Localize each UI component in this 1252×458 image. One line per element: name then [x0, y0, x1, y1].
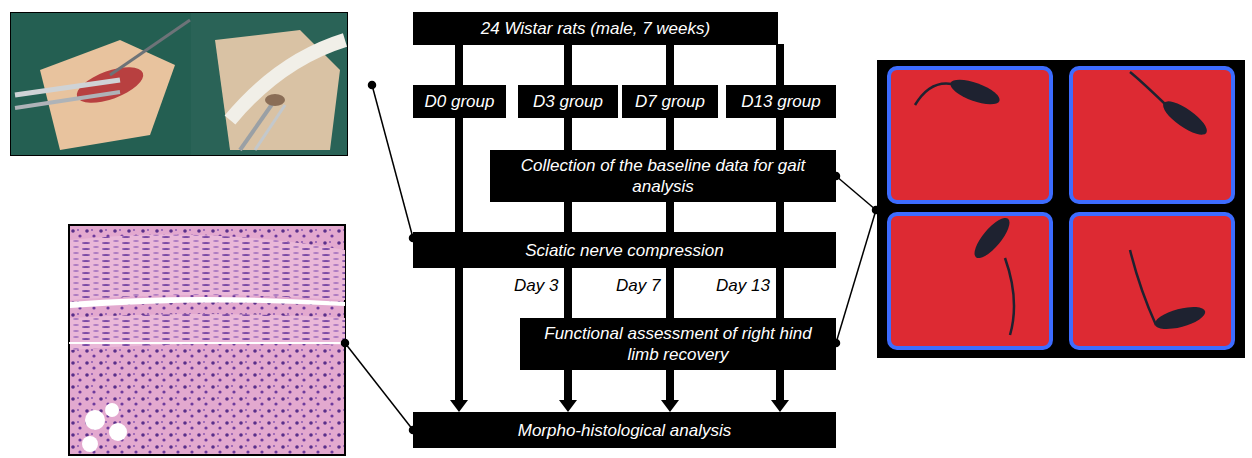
process-box: D13 group: [726, 85, 836, 118]
flow-arrow: [450, 267, 468, 412]
flow-arrow: [670, 117, 671, 151]
connector-line: [564, 117, 572, 151]
box-text: Collection of the baseline data for gait…: [498, 155, 828, 197]
connector-line: [455, 117, 463, 233]
connector-line: [666, 44, 674, 86]
connector-line: [776, 369, 784, 401]
flow-arrow: [559, 369, 577, 412]
arrow-head: [559, 400, 577, 412]
arrow-head: [661, 400, 679, 412]
flow-arrow: [780, 117, 781, 151]
gait-image: [877, 60, 1245, 358]
connector-line: [564, 369, 572, 401]
connector-line: [564, 201, 572, 233]
flow-arrow: [568, 117, 569, 151]
connector-line: [455, 267, 463, 401]
flow-arrow: [568, 201, 569, 233]
connector-line: [776, 201, 784, 233]
connector-line: [666, 201, 674, 233]
connector-line: [776, 267, 784, 319]
start-box: 24 Wistar rats (male, 7 weeks): [413, 12, 778, 45]
flow-arrow: [568, 267, 569, 319]
arrow-head: [771, 400, 789, 412]
box-text: D13 group: [741, 91, 820, 112]
flow-arrow: [459, 117, 460, 233]
process-box: D0 group: [413, 85, 506, 118]
flow-arrow: [670, 44, 671, 86]
flow-arrow: [670, 267, 671, 319]
connector-line: [666, 369, 674, 401]
flow-arrow: [780, 267, 781, 319]
flow-arrow: [780, 44, 781, 86]
box-text: D0 group: [425, 91, 495, 112]
arrow-head: [450, 400, 468, 412]
flow-arrow: [780, 201, 781, 233]
flow-arrow: [771, 369, 789, 412]
flow-arrow: [568, 44, 569, 86]
edge-label: Day 13: [716, 276, 770, 296]
process-box: Sciatic nerve compression: [413, 232, 836, 268]
flow-arrow: [661, 369, 679, 412]
box-text: 24 Wistar rats (male, 7 weeks): [481, 18, 710, 39]
box-text: Morpho-histological analysis: [518, 420, 732, 441]
process-box: D3 group: [518, 85, 618, 118]
connector-line: [776, 44, 784, 86]
edge-label: Day 3: [514, 276, 558, 296]
box-text: D3 group: [533, 91, 603, 112]
surgery-photo: [11, 13, 347, 155]
process-box: Collection of the baseline data for gait…: [490, 150, 836, 202]
histology-image: [69, 225, 345, 455]
box-text: D7 group: [635, 91, 705, 112]
flow-arrow: [670, 201, 671, 233]
connector-line: [564, 267, 572, 319]
box-text: Functional assessment of right hind limb…: [528, 323, 828, 365]
box-text: Sciatic nerve compression: [525, 240, 723, 261]
connector-line: [666, 267, 674, 319]
edge-label: Day 7: [616, 276, 660, 296]
connector-line: [776, 117, 784, 151]
leader-lines: [342, 82, 880, 434]
process-box: Morpho-histological analysis: [413, 412, 836, 448]
process-box: D7 group: [622, 85, 718, 118]
connector-line: [455, 44, 463, 86]
connector-line: [666, 117, 674, 151]
connector-line: [564, 44, 572, 86]
flow-arrow: [459, 44, 460, 86]
process-box: Functional assessment of right hind limb…: [520, 318, 836, 370]
